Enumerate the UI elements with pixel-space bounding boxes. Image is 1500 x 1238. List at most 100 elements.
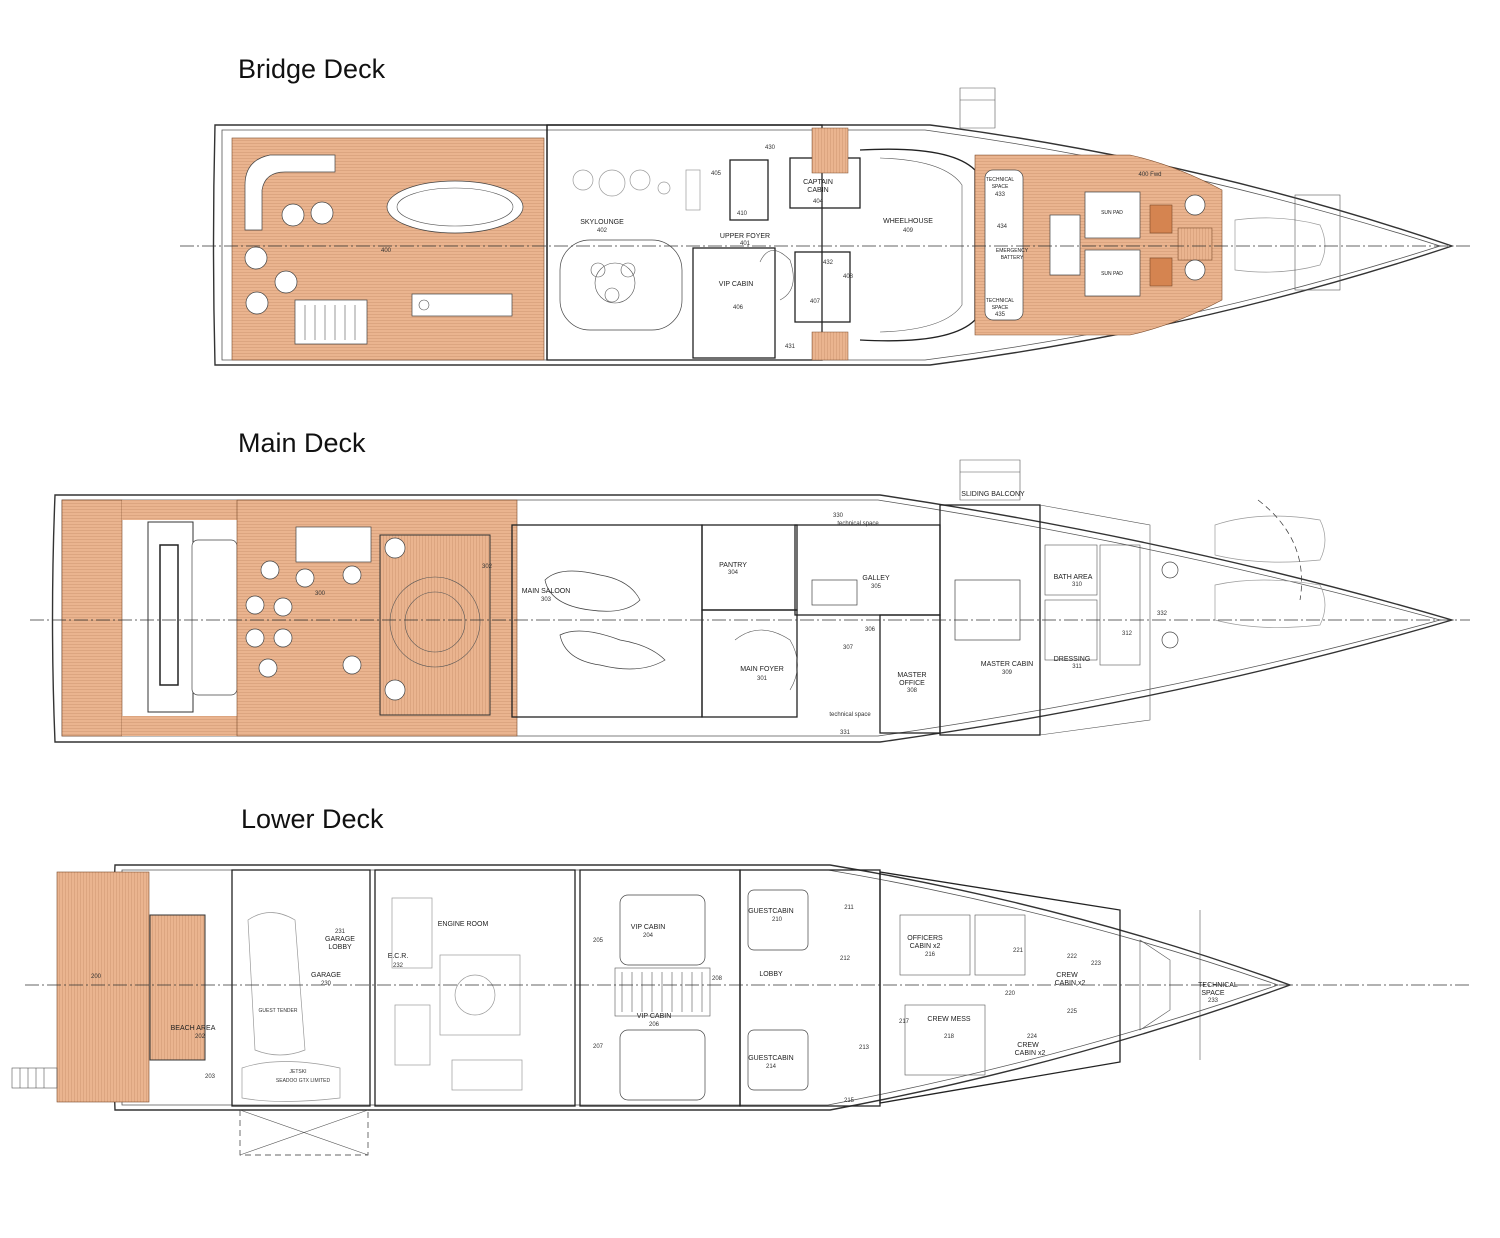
lower-deck-title: Lower Deck <box>241 804 384 834</box>
svg-text:300: 300 <box>315 591 326 597</box>
lower-deck-plan <box>11 864 1470 1156</box>
room-crew-mess: CREW MESS <box>927 1016 971 1023</box>
room-skylounge: SKYLOUNGE <box>580 219 624 226</box>
room-vip-cabin-206: VIP CABIN <box>637 1013 672 1020</box>
svg-text:301: 301 <box>757 676 768 682</box>
svg-text:400 Fwd: 400 Fwd <box>1138 172 1161 178</box>
svg-text:311: 311 <box>1072 664 1082 670</box>
sun-pad-1: SUN PAD <box>1101 210 1123 216</box>
svg-text:230: 230 <box>321 981 332 987</box>
svg-text:305: 305 <box>871 584 882 590</box>
room-engine-room: ENGINE ROOM <box>438 921 489 928</box>
lower-labels: 200 BEACH AREA 202 203 GARAGE 230 GARAGE… <box>91 905 1238 1104</box>
svg-text:231: 231 <box>335 929 346 935</box>
svg-text:206: 206 <box>649 1022 660 1028</box>
room-beach-area: BEACH AREA <box>171 1025 216 1032</box>
room-main-saloon: MAIN SALOON <box>522 588 571 595</box>
room-galley: GALLEY <box>862 575 890 582</box>
svg-text:302: 302 <box>482 564 493 570</box>
svg-text:225: 225 <box>1067 1009 1078 1015</box>
svg-text:217: 217 <box>899 1019 910 1025</box>
room-400: 400 <box>381 248 392 254</box>
svg-text:223: 223 <box>1091 961 1102 967</box>
svg-text:203: 203 <box>205 1074 216 1080</box>
svg-text:408: 408 <box>843 274 854 280</box>
bridge-deck-plan <box>180 87 1470 366</box>
svg-text:202: 202 <box>195 1034 206 1040</box>
room-vip-cabin-bridge: VIP CABIN <box>719 281 754 288</box>
svg-text:404: 404 <box>813 199 824 205</box>
room-lobby: LOBBY <box>759 971 783 978</box>
room-dressing: DRESSING <box>1054 656 1091 663</box>
svg-text:221: 221 <box>1013 948 1024 954</box>
svg-text:200: 200 <box>91 974 102 980</box>
svg-text:401: 401 <box>740 241 751 247</box>
room-upper-foyer: UPPER FOYER <box>720 233 770 240</box>
svg-text:233: 233 <box>1208 998 1219 1004</box>
svg-text:CABIN x2: CABIN x2 <box>910 943 941 950</box>
svg-text:215: 215 <box>844 1098 855 1104</box>
svg-text:405: 405 <box>711 171 722 177</box>
room-garage-lobby: GARAGE <box>325 936 355 943</box>
svg-text:303: 303 <box>541 597 552 603</box>
bridge-labels: 400 SKYLOUNGE 402 UPPER FOYER 401 405 41… <box>381 145 1162 350</box>
room-guestcabin-210: GUESTCABIN <box>748 908 794 915</box>
svg-text:SPACE: SPACE <box>1201 990 1225 997</box>
room-crew-cabin-1: CREW <box>1056 972 1078 979</box>
svg-text:232: 232 <box>393 963 404 969</box>
svg-text:CABIN: CABIN <box>807 187 828 194</box>
svg-text:433: 433 <box>995 192 1006 198</box>
bridge-deck-title: Bridge Deck <box>238 54 386 84</box>
svg-text:208: 208 <box>712 976 723 982</box>
svg-text:435: 435 <box>995 312 1006 318</box>
room-vip-cabin-204: VIP CABIN <box>631 924 666 931</box>
room-officers-cabin: OFFICERS <box>907 935 943 942</box>
bridge-aft-teak <box>231 137 545 361</box>
svg-text:211: 211 <box>844 905 854 911</box>
svg-text:210: 210 <box>772 917 783 923</box>
svg-text:SEADOO GTX LIMITED: SEADOO GTX LIMITED <box>276 1078 331 1084</box>
svg-text:312: 312 <box>1122 631 1133 637</box>
room-technical-space-lower: TECHNICAL <box>1198 982 1238 989</box>
room-main-foyer: MAIN FOYER <box>740 666 784 673</box>
svg-text:216: 216 <box>925 952 936 958</box>
room-guestcabin-214: GUESTCABIN <box>748 1055 794 1062</box>
svg-text:432: 432 <box>823 260 834 266</box>
bridge-fwd-teak <box>974 154 1223 336</box>
svg-text:410: 410 <box>737 211 748 217</box>
svg-text:EMERGENCY: EMERGENCY <box>996 248 1029 254</box>
svg-text:308: 308 <box>907 688 918 694</box>
svg-text:TECHNICAL: TECHNICAL <box>986 177 1015 183</box>
main-labels: SLIDING BALCONY 330 technical space 300 … <box>315 491 1168 736</box>
room-crew-cabin-2: CREW <box>1017 1042 1039 1049</box>
main-deck-plan <box>30 459 1470 743</box>
svg-text:406: 406 <box>733 305 744 311</box>
svg-text:GUEST TENDER: GUEST TENDER <box>259 1008 298 1014</box>
svg-text:213: 213 <box>859 1045 870 1051</box>
room-master-cabin: MASTER CABIN <box>981 661 1034 668</box>
svg-text:222: 222 <box>1067 954 1078 960</box>
svg-text:430: 430 <box>765 145 776 151</box>
sun-pad-2: SUN PAD <box>1101 271 1123 277</box>
svg-text:309: 309 <box>1002 670 1013 676</box>
svg-text:220: 220 <box>1005 991 1016 997</box>
svg-text:214: 214 <box>766 1064 777 1070</box>
svg-text:OFFICE: OFFICE <box>899 680 925 687</box>
svg-text:212: 212 <box>840 956 851 962</box>
svg-text:218: 218 <box>944 1034 955 1040</box>
room-master-office: MASTER <box>897 672 926 679</box>
svg-text:205: 205 <box>593 938 604 944</box>
svg-text:204: 204 <box>643 933 654 939</box>
svg-text:434: 434 <box>997 224 1008 230</box>
room-sliding-balcony: SLIDING BALCONY <box>961 491 1025 498</box>
room-pantry: PANTRY <box>719 562 747 569</box>
svg-text:306: 306 <box>865 627 876 633</box>
room-captain-cabin: CAPTAIN <box>803 179 833 186</box>
svg-text:332: 332 <box>1157 611 1168 617</box>
svg-text:CABIN x2: CABIN x2 <box>1015 1050 1046 1057</box>
svg-text:207: 207 <box>593 1044 604 1050</box>
svg-text:LOBBY: LOBBY <box>328 944 352 951</box>
svg-text:technical space: technical space <box>829 712 871 718</box>
svg-text:CABIN x2: CABIN x2 <box>1055 980 1086 987</box>
